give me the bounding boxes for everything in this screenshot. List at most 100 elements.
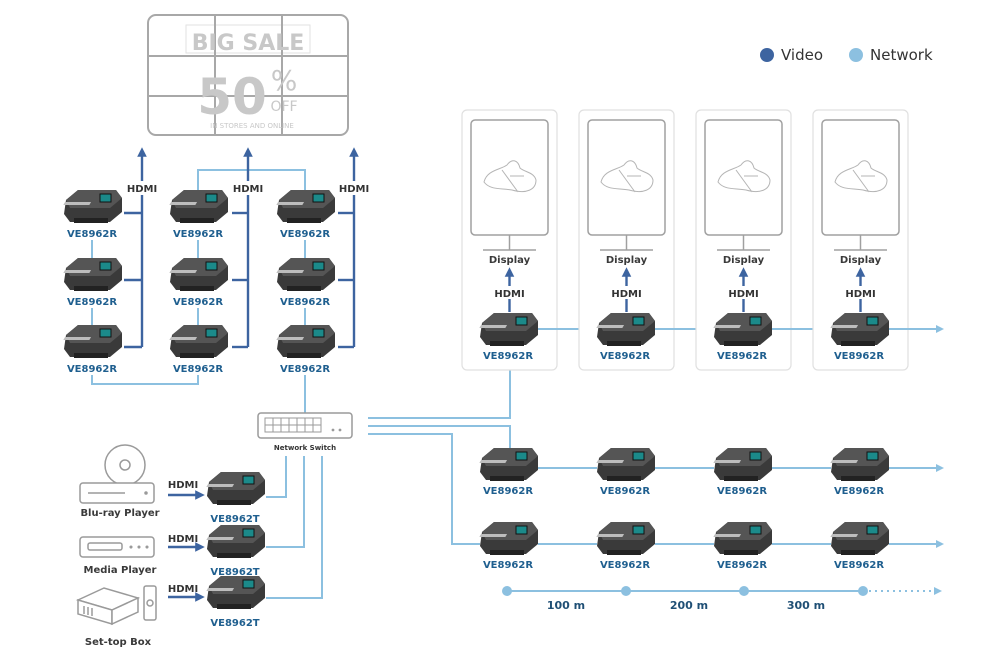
device-icon xyxy=(275,257,336,292)
wall-receiver-2-1: VE8962R xyxy=(168,189,229,240)
set-top-box-icon xyxy=(75,585,157,626)
wall-receiver-2-3: VE8962R xyxy=(168,324,229,375)
transmitters: VE8962T VE8962T VE8962T xyxy=(205,471,266,629)
device-icon xyxy=(595,447,656,482)
video-wall-headline: BIG SALE xyxy=(192,31,305,56)
display-screen xyxy=(470,119,549,236)
device-icon xyxy=(829,312,890,347)
media-player-hdmi-label: HDMI xyxy=(168,534,198,545)
trunk-links xyxy=(368,365,511,545)
transmitter-1: VE8962T xyxy=(205,471,266,525)
wall-video-links: HDMI HDMI HDMI xyxy=(124,147,372,349)
display-receiver: VE8962R xyxy=(478,312,539,362)
device-icon xyxy=(595,312,656,347)
set-top-box-hdmi-label: HDMI xyxy=(168,584,198,595)
wall-receiver-3-2: VE8962R xyxy=(275,257,336,308)
network-switch-label: Network Switch xyxy=(274,444,336,452)
distance-label-200: 200 m xyxy=(670,599,708,612)
device-label: VE8962R xyxy=(717,486,767,497)
video-wall-sub: IN STORES AND ONLINE xyxy=(210,122,294,130)
wall-receiver-1-1: VE8962R xyxy=(62,189,123,240)
device-label: VE8962R xyxy=(834,560,884,571)
network-switch: Network Switch xyxy=(257,412,353,452)
video-wall-big: 50 xyxy=(197,68,267,126)
device-label: VE8962R xyxy=(600,486,650,497)
wall-receiver-3-3: VE8962R xyxy=(275,324,336,375)
device-icon xyxy=(62,257,123,292)
distance-label-300: 300 m xyxy=(787,599,825,612)
display-label: Display xyxy=(489,255,531,266)
row2-receiver-4: VE8962R xyxy=(829,521,890,571)
display-receiver: VE8962R xyxy=(712,312,773,362)
blu-ray-player-label: Blu-ray Player xyxy=(80,508,159,519)
device-icon xyxy=(712,521,773,556)
device-icon xyxy=(712,447,773,482)
display-receiver: VE8962R xyxy=(595,312,656,362)
device-label: VE8962T xyxy=(210,567,259,578)
device-icon xyxy=(62,324,123,359)
device-label: VE8962R xyxy=(483,560,533,571)
device-icon xyxy=(829,521,890,556)
wall-receiver-1-2: VE8962R xyxy=(62,257,123,308)
display-receiver: VE8962R xyxy=(829,312,890,362)
wall-receiver-3-1: VE8962R xyxy=(275,189,336,240)
display-screen xyxy=(587,119,666,236)
ruler-node-1 xyxy=(621,586,631,596)
video-wall-percent: % xyxy=(271,64,298,97)
device-label: VE8962R xyxy=(717,351,767,362)
device-label: VE8962R xyxy=(67,364,117,375)
device-label: VE8962R xyxy=(173,229,223,240)
wall-hdmi-label-3: HDMI xyxy=(339,184,369,195)
transmitter-3: VE8962T xyxy=(205,575,266,629)
display-screen xyxy=(704,119,783,236)
display-label: Display xyxy=(840,255,882,266)
device-label: VE8962R xyxy=(173,297,223,308)
source-media-player: Media Player HDMI xyxy=(79,534,205,576)
ruler-node-0 xyxy=(502,586,512,596)
device-icon xyxy=(595,521,656,556)
device-icon xyxy=(478,447,539,482)
wall-receiver-2-2: VE8962R xyxy=(168,257,229,308)
blu-ray-hdmi-label: HDMI xyxy=(168,480,198,491)
device-icon xyxy=(712,312,773,347)
row2-receiver-3: VE8962R xyxy=(712,521,773,571)
device-label: VE8962T xyxy=(210,514,259,525)
device-label: VE8962R xyxy=(717,560,767,571)
blu-ray-player-icon xyxy=(79,444,155,504)
media-player-icon xyxy=(79,536,155,558)
device-label: VE8962T xyxy=(210,618,259,629)
device-label: VE8962R xyxy=(280,364,330,375)
device-icon xyxy=(478,521,539,556)
device-icon xyxy=(478,312,539,347)
legend-network-dot xyxy=(849,48,863,62)
ruler-node-3 xyxy=(858,586,868,596)
video-wall-off: OFF xyxy=(270,99,297,115)
shoe-icon xyxy=(600,160,654,193)
receiver-rows: VE8962R VE8962R VE8962R VE8962R VE8962R VE896… xyxy=(478,447,944,571)
distance-label-100: 100 m xyxy=(547,599,585,612)
display-hdmi-label: HDMI xyxy=(845,289,875,300)
wall-hdmi-label-2: HDMI xyxy=(233,184,263,195)
row1-receiver-2: VE8962R xyxy=(595,447,656,497)
device-icon xyxy=(205,575,266,610)
legend-video-label: Video xyxy=(781,46,823,64)
wall-hdmi-label-1: HDMI xyxy=(127,184,157,195)
device-label: VE8962R xyxy=(834,351,884,362)
display-label: Display xyxy=(723,255,765,266)
display-hdmi-label: HDMI xyxy=(494,289,524,300)
device-label: VE8962R xyxy=(67,297,117,308)
device-icon xyxy=(168,189,229,224)
shoe-icon xyxy=(483,160,537,193)
row1-receiver-1: VE8962R xyxy=(478,447,539,497)
transmitter-2: VE8962T xyxy=(205,524,266,578)
display-hdmi-label: HDMI xyxy=(611,289,641,300)
shoe-icon xyxy=(834,160,888,193)
shoe-icon xyxy=(717,160,771,193)
row2-receiver-1: VE8962R xyxy=(478,521,539,571)
legend-video-dot xyxy=(760,48,774,62)
legend: Video Network xyxy=(760,46,933,64)
